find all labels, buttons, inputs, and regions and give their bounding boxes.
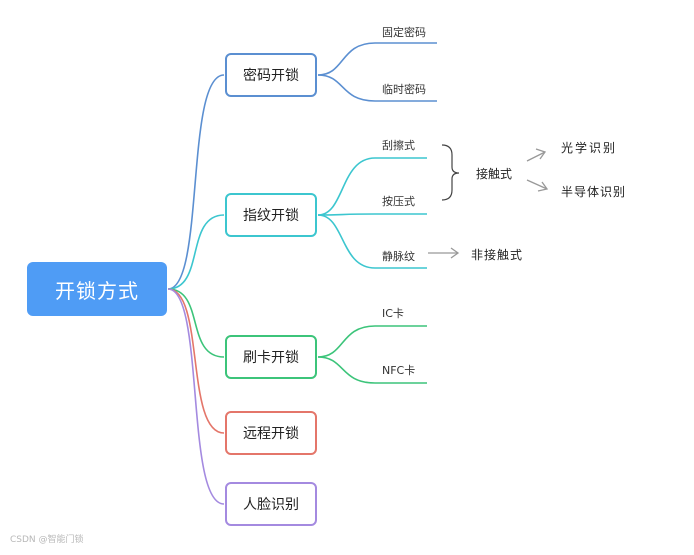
root-node[interactable]: 开锁方式 — [27, 262, 167, 316]
link-card-ic — [317, 325, 427, 358]
branch-label: 指纹开锁 — [243, 208, 299, 224]
branch-card-unlock[interactable]: 刷卡开锁 — [225, 335, 317, 379]
link-card-nfc — [317, 356, 427, 384]
link-password-fixed — [317, 42, 437, 76]
link-root-card — [167, 288, 225, 358]
link-password-temp — [317, 74, 437, 102]
arrow-semiconductor — [526, 179, 548, 190]
leaf-nfc-card[interactable]: NFC卡 — [382, 364, 416, 377]
leaf-press-type[interactable]: 按压式 — [382, 195, 415, 208]
branch-label: 人脸识别 — [243, 497, 299, 513]
leaf-temp-password[interactable]: 临时密码 — [382, 83, 426, 96]
contact-brace — [441, 144, 460, 201]
arrow-group — [428, 148, 549, 259]
note-contact: 接触式 — [476, 167, 513, 181]
link-root-password — [167, 74, 225, 290]
branch-label: 刷卡开锁 — [243, 350, 299, 366]
link-root-face — [167, 288, 225, 505]
leaf-ic-card[interactable]: IC卡 — [382, 307, 404, 320]
branch-face-recognition[interactable]: 人脸识别 — [225, 482, 317, 526]
watermark: CSDN @智能门锁 — [10, 535, 84, 545]
branch-password-unlock[interactable]: 密码开锁 — [225, 53, 317, 97]
arrow-semiconductor-head — [537, 181, 549, 192]
arrow-non-contact-head — [450, 247, 460, 259]
branch-label: 远程开锁 — [243, 426, 299, 442]
link-root-fingerprint — [167, 214, 225, 290]
branch-remote-unlock[interactable]: 远程开锁 — [225, 411, 317, 455]
branch-label: 密码开锁 — [243, 68, 299, 84]
link-fp-scratch — [317, 157, 427, 216]
link-fp-press — [317, 213, 427, 216]
root-label: 开锁方式 — [55, 278, 139, 303]
note-non-contact: 非接触式 — [471, 248, 524, 262]
link-root-remote — [167, 288, 225, 434]
link-fp-vein — [317, 214, 427, 269]
note-semiconductor: 半导体识别 — [561, 185, 627, 199]
arrow-optical-head — [535, 148, 547, 160]
branch-fingerprint-unlock[interactable]: 指纹开锁 — [225, 193, 317, 237]
leaf-scratch-type[interactable]: 刮擦式 — [382, 139, 415, 152]
leaf-fixed-password[interactable]: 固定密码 — [382, 26, 426, 39]
leaf-vein[interactable]: 静脉纹 — [382, 250, 415, 263]
note-optical: 光学识别 — [561, 141, 618, 155]
arrow-optical — [526, 151, 546, 162]
